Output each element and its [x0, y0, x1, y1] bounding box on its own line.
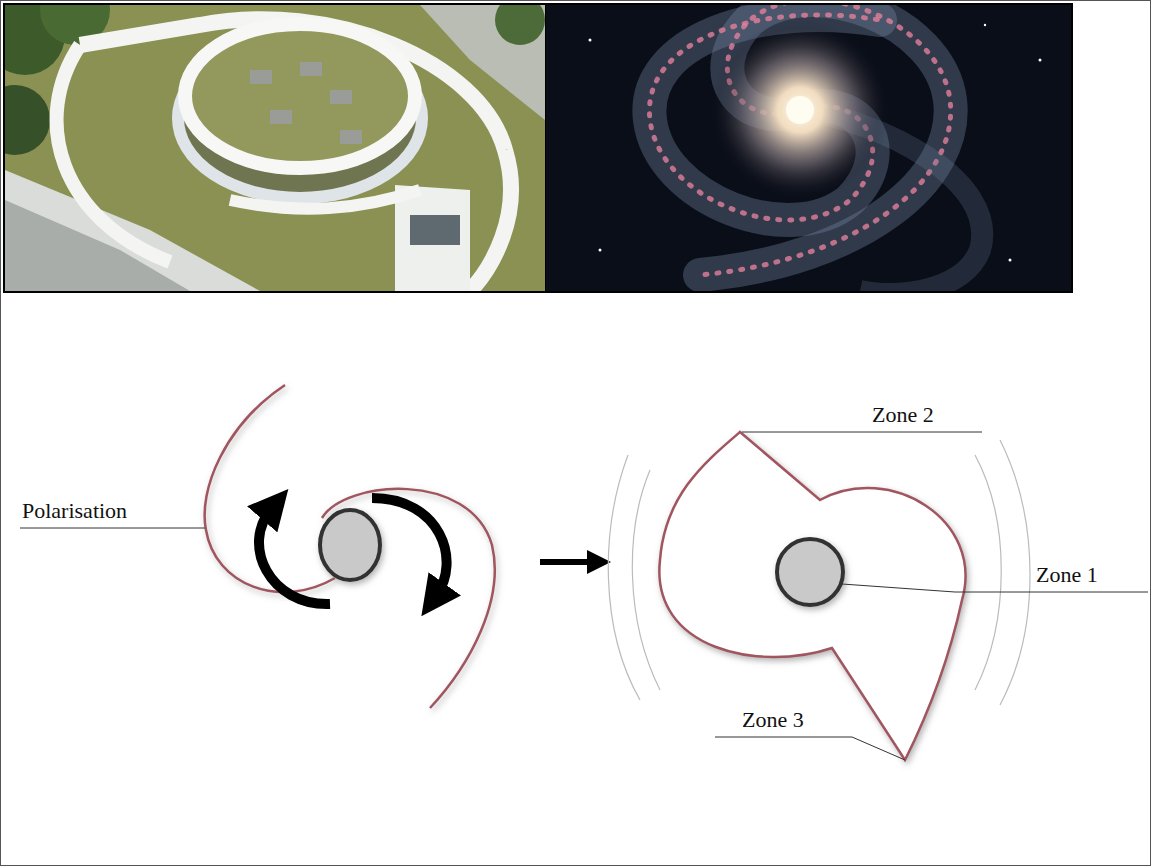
- transform-arrow: [540, 559, 596, 565]
- leader-line: [715, 737, 905, 760]
- galaxy-photo: [546, 5, 1071, 291]
- zone-label: Zone 3: [742, 707, 804, 732]
- leader-line: [842, 584, 1148, 592]
- zone-label: Zone 2: [872, 402, 934, 427]
- zone-diagram: [608, 432, 1030, 760]
- leader-line: [742, 432, 982, 433]
- building-photo: [5, 5, 545, 291]
- spiral-diagram: [205, 385, 495, 708]
- zone-label: Polarisation: [22, 498, 127, 523]
- zone-label: Zone 1: [1036, 562, 1098, 587]
- label-holder: Zone 3: [742, 707, 804, 733]
- leader-line: [20, 528, 205, 529]
- label-holder: Zone 1: [1036, 562, 1098, 588]
- label-holder: Polarisation: [22, 498, 127, 524]
- label-holder: Zone 2: [872, 402, 934, 428]
- photo-divider: [545, 5, 546, 291]
- photo-frame: [4, 4, 1072, 292]
